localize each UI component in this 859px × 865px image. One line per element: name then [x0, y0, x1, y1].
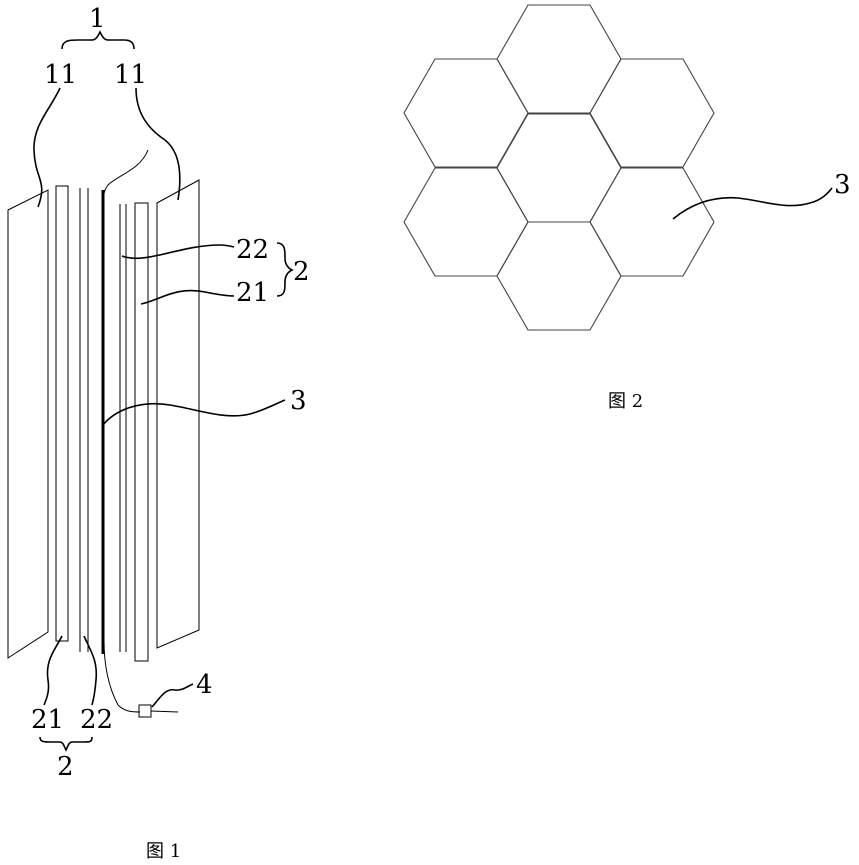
honeycomb-cell: [403, 58, 529, 168]
leader-21-bottom: [43, 635, 63, 706]
label-22-bottom: 22: [80, 705, 113, 735]
connector-lead: [150, 710, 179, 713]
layer-21-right: [134, 202, 149, 662]
caption-figure-1: 图 1: [146, 841, 181, 862]
label-3-fig2: 3: [834, 170, 851, 200]
outer-layer-right: [156, 179, 200, 649]
honeycomb-cell: [496, 221, 622, 331]
label-2-right: 2: [293, 257, 310, 287]
leader-11-right: [135, 87, 181, 201]
leader-11-left: [33, 87, 61, 208]
leader-21-right: [140, 289, 235, 305]
brace-group-2-right: [276, 242, 294, 297]
label-4: 4: [196, 670, 213, 700]
honeycomb-cell: [496, 113, 622, 223]
brace-group-2-bottom: [39, 736, 93, 752]
layer-21-left: [55, 185, 69, 642]
label-11-left: 11: [44, 60, 77, 90]
label-11-right: 11: [114, 60, 147, 90]
caption-figure-2: 图 2: [608, 391, 643, 412]
outer-layer-left: [7, 189, 49, 659]
leader-3-fig2: [672, 187, 833, 220]
honeycomb-cell: [589, 58, 715, 168]
label-21-bottom: 21: [31, 705, 64, 735]
leader-4: [151, 683, 194, 708]
leader-22-right: [121, 244, 235, 260]
honeycomb-cell: [589, 167, 715, 277]
honeycomb-cell: [496, 4, 622, 114]
brace-top: [61, 30, 135, 50]
label-1: 1: [89, 4, 106, 34]
figure-2: 3 图 2: [403, 4, 851, 412]
wire: [102, 149, 149, 713]
figure-1: 1 11 11 22 21 2 3 21 22 2 4 图 1: [7, 4, 310, 862]
connector-box: [138, 704, 152, 718]
honeycomb-cell: [403, 167, 529, 277]
label-2-bottom: 2: [57, 752, 74, 782]
label-21-right: 21: [236, 278, 269, 308]
label-22-right: 22: [236, 235, 269, 265]
leader-22-bottom: [83, 635, 98, 706]
leader-3: [102, 399, 286, 426]
label-3-fig1: 3: [290, 386, 307, 416]
